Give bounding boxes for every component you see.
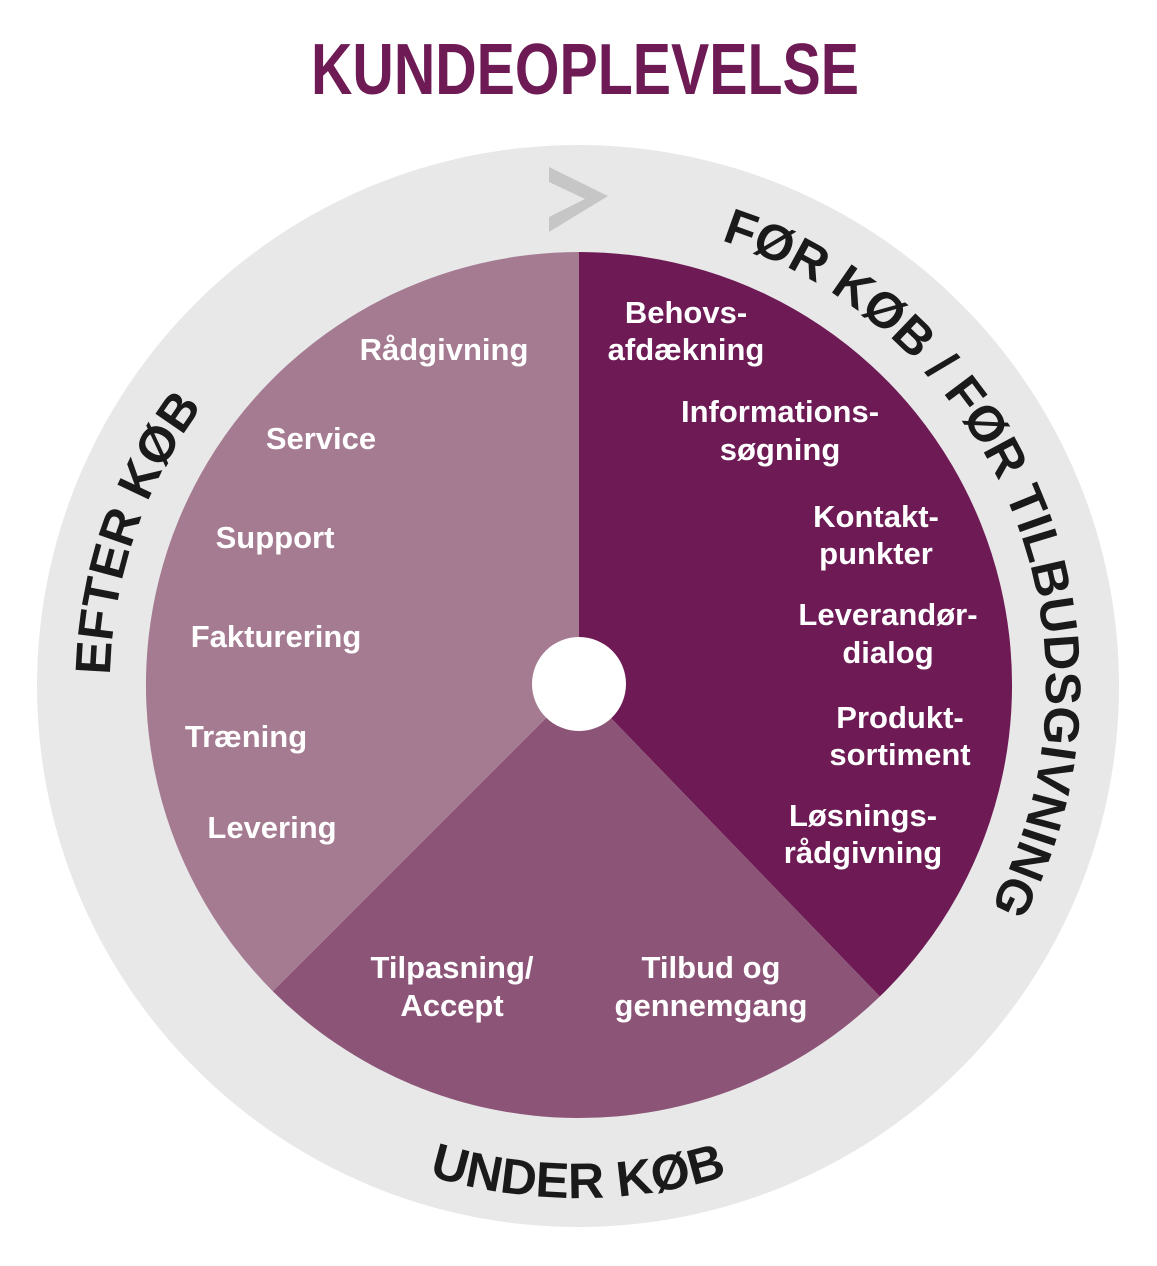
during-item-line: Accept	[400, 988, 503, 1023]
before-item-line: Behovs-	[625, 295, 747, 330]
page-title: KUNDEOPLEVELSE	[311, 30, 859, 110]
before-item-line: Informations-	[681, 394, 879, 429]
slice-during-purchase	[272, 685, 880, 1119]
after-item: Service	[266, 421, 376, 456]
before-item-line: punkter	[819, 536, 933, 571]
before-item-line: Produkt-	[836, 700, 963, 735]
after-item: Rådgivning	[360, 332, 529, 367]
chevron-right-icon	[549, 167, 608, 232]
after-item: Support	[216, 520, 335, 555]
before-item-line: Leverandør-	[798, 597, 977, 632]
before-item-line: rådgivning	[784, 835, 942, 870]
before-item-line: afdækning	[608, 332, 765, 367]
during-item-line: Tilbud og	[642, 950, 781, 985]
before-item-line: søgning	[720, 432, 841, 467]
after-item: Træning	[185, 719, 307, 754]
slice-before-purchase	[579, 252, 1013, 997]
before-item-line: dialog	[842, 635, 933, 670]
during-item-line: Tilpasning/	[370, 950, 533, 985]
before-item-line: Kontakt-	[813, 499, 939, 534]
after-item: Fakturering	[191, 619, 362, 654]
before-item-line: sortiment	[829, 737, 970, 772]
slice-after-purchase	[145, 251, 579, 992]
after-item: Levering	[207, 810, 336, 845]
center-hole	[532, 637, 626, 731]
during-item-line: gennemgang	[615, 988, 808, 1023]
before-item-line: Løsnings-	[789, 798, 937, 833]
